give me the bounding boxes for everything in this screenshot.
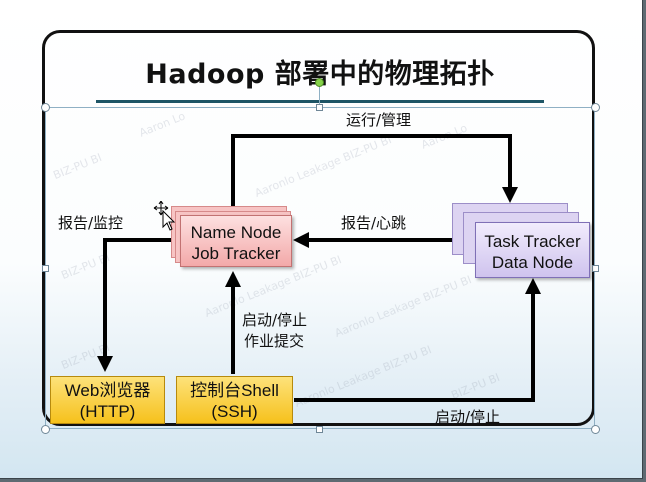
resize-handle-bottom[interactable] bbox=[316, 426, 323, 433]
console-shell-protocol: (SSH) bbox=[211, 402, 258, 421]
task-tracker-label: Task Tracker bbox=[484, 232, 581, 251]
label-start-stop-submit-2[interactable]: 作业提交 bbox=[244, 332, 305, 350]
title-underline bbox=[96, 100, 544, 103]
rotate-handle-icon[interactable] bbox=[315, 78, 324, 87]
resize-handle-top-right[interactable] bbox=[591, 103, 600, 112]
task-tracker-box[interactable]: Task Tracker Data Node bbox=[475, 222, 590, 278]
web-browser-box[interactable]: Web浏览器 (HTTP) bbox=[50, 376, 165, 424]
move-cursor-icon bbox=[153, 201, 176, 231]
web-browser-protocol: (HTTP) bbox=[79, 402, 136, 421]
resize-handle-top[interactable] bbox=[316, 104, 323, 111]
edge-run-manage bbox=[231, 134, 518, 206]
rotate-handle-stem bbox=[319, 87, 320, 107]
data-node-label: Data Node bbox=[491, 253, 574, 272]
label-report-heartbeat[interactable]: 报告/心跳 bbox=[341, 214, 407, 232]
name-node-box[interactable]: Name Node Job Tracker bbox=[180, 215, 292, 267]
resize-handle-left[interactable] bbox=[42, 265, 49, 272]
job-tracker-label: Job Tracker bbox=[191, 244, 281, 263]
resize-handle-bottom-right[interactable] bbox=[591, 425, 600, 434]
name-node-label: Name Node bbox=[190, 223, 282, 242]
resize-handle-right[interactable] bbox=[592, 265, 599, 272]
resize-handle-bottom-left[interactable] bbox=[41, 425, 50, 434]
resize-handle-top-left[interactable] bbox=[41, 103, 50, 112]
edge-start-stop bbox=[294, 278, 541, 402]
label-run-manage[interactable]: 运行/管理 bbox=[346, 111, 412, 129]
console-shell-box[interactable]: 控制台Shell (SSH) bbox=[176, 376, 293, 424]
label-start-stop[interactable]: 启动/停止 bbox=[435, 408, 501, 426]
console-shell-label: 控制台Shell bbox=[190, 381, 279, 400]
slide-frame bbox=[42, 30, 595, 426]
edge-report-monitor bbox=[97, 238, 172, 372]
label-report-monitor[interactable]: 报告/监控 bbox=[58, 214, 124, 232]
web-browser-label: Web浏览器 bbox=[64, 381, 151, 400]
label-start-stop-submit-1[interactable]: 启动/停止 bbox=[242, 311, 308, 329]
